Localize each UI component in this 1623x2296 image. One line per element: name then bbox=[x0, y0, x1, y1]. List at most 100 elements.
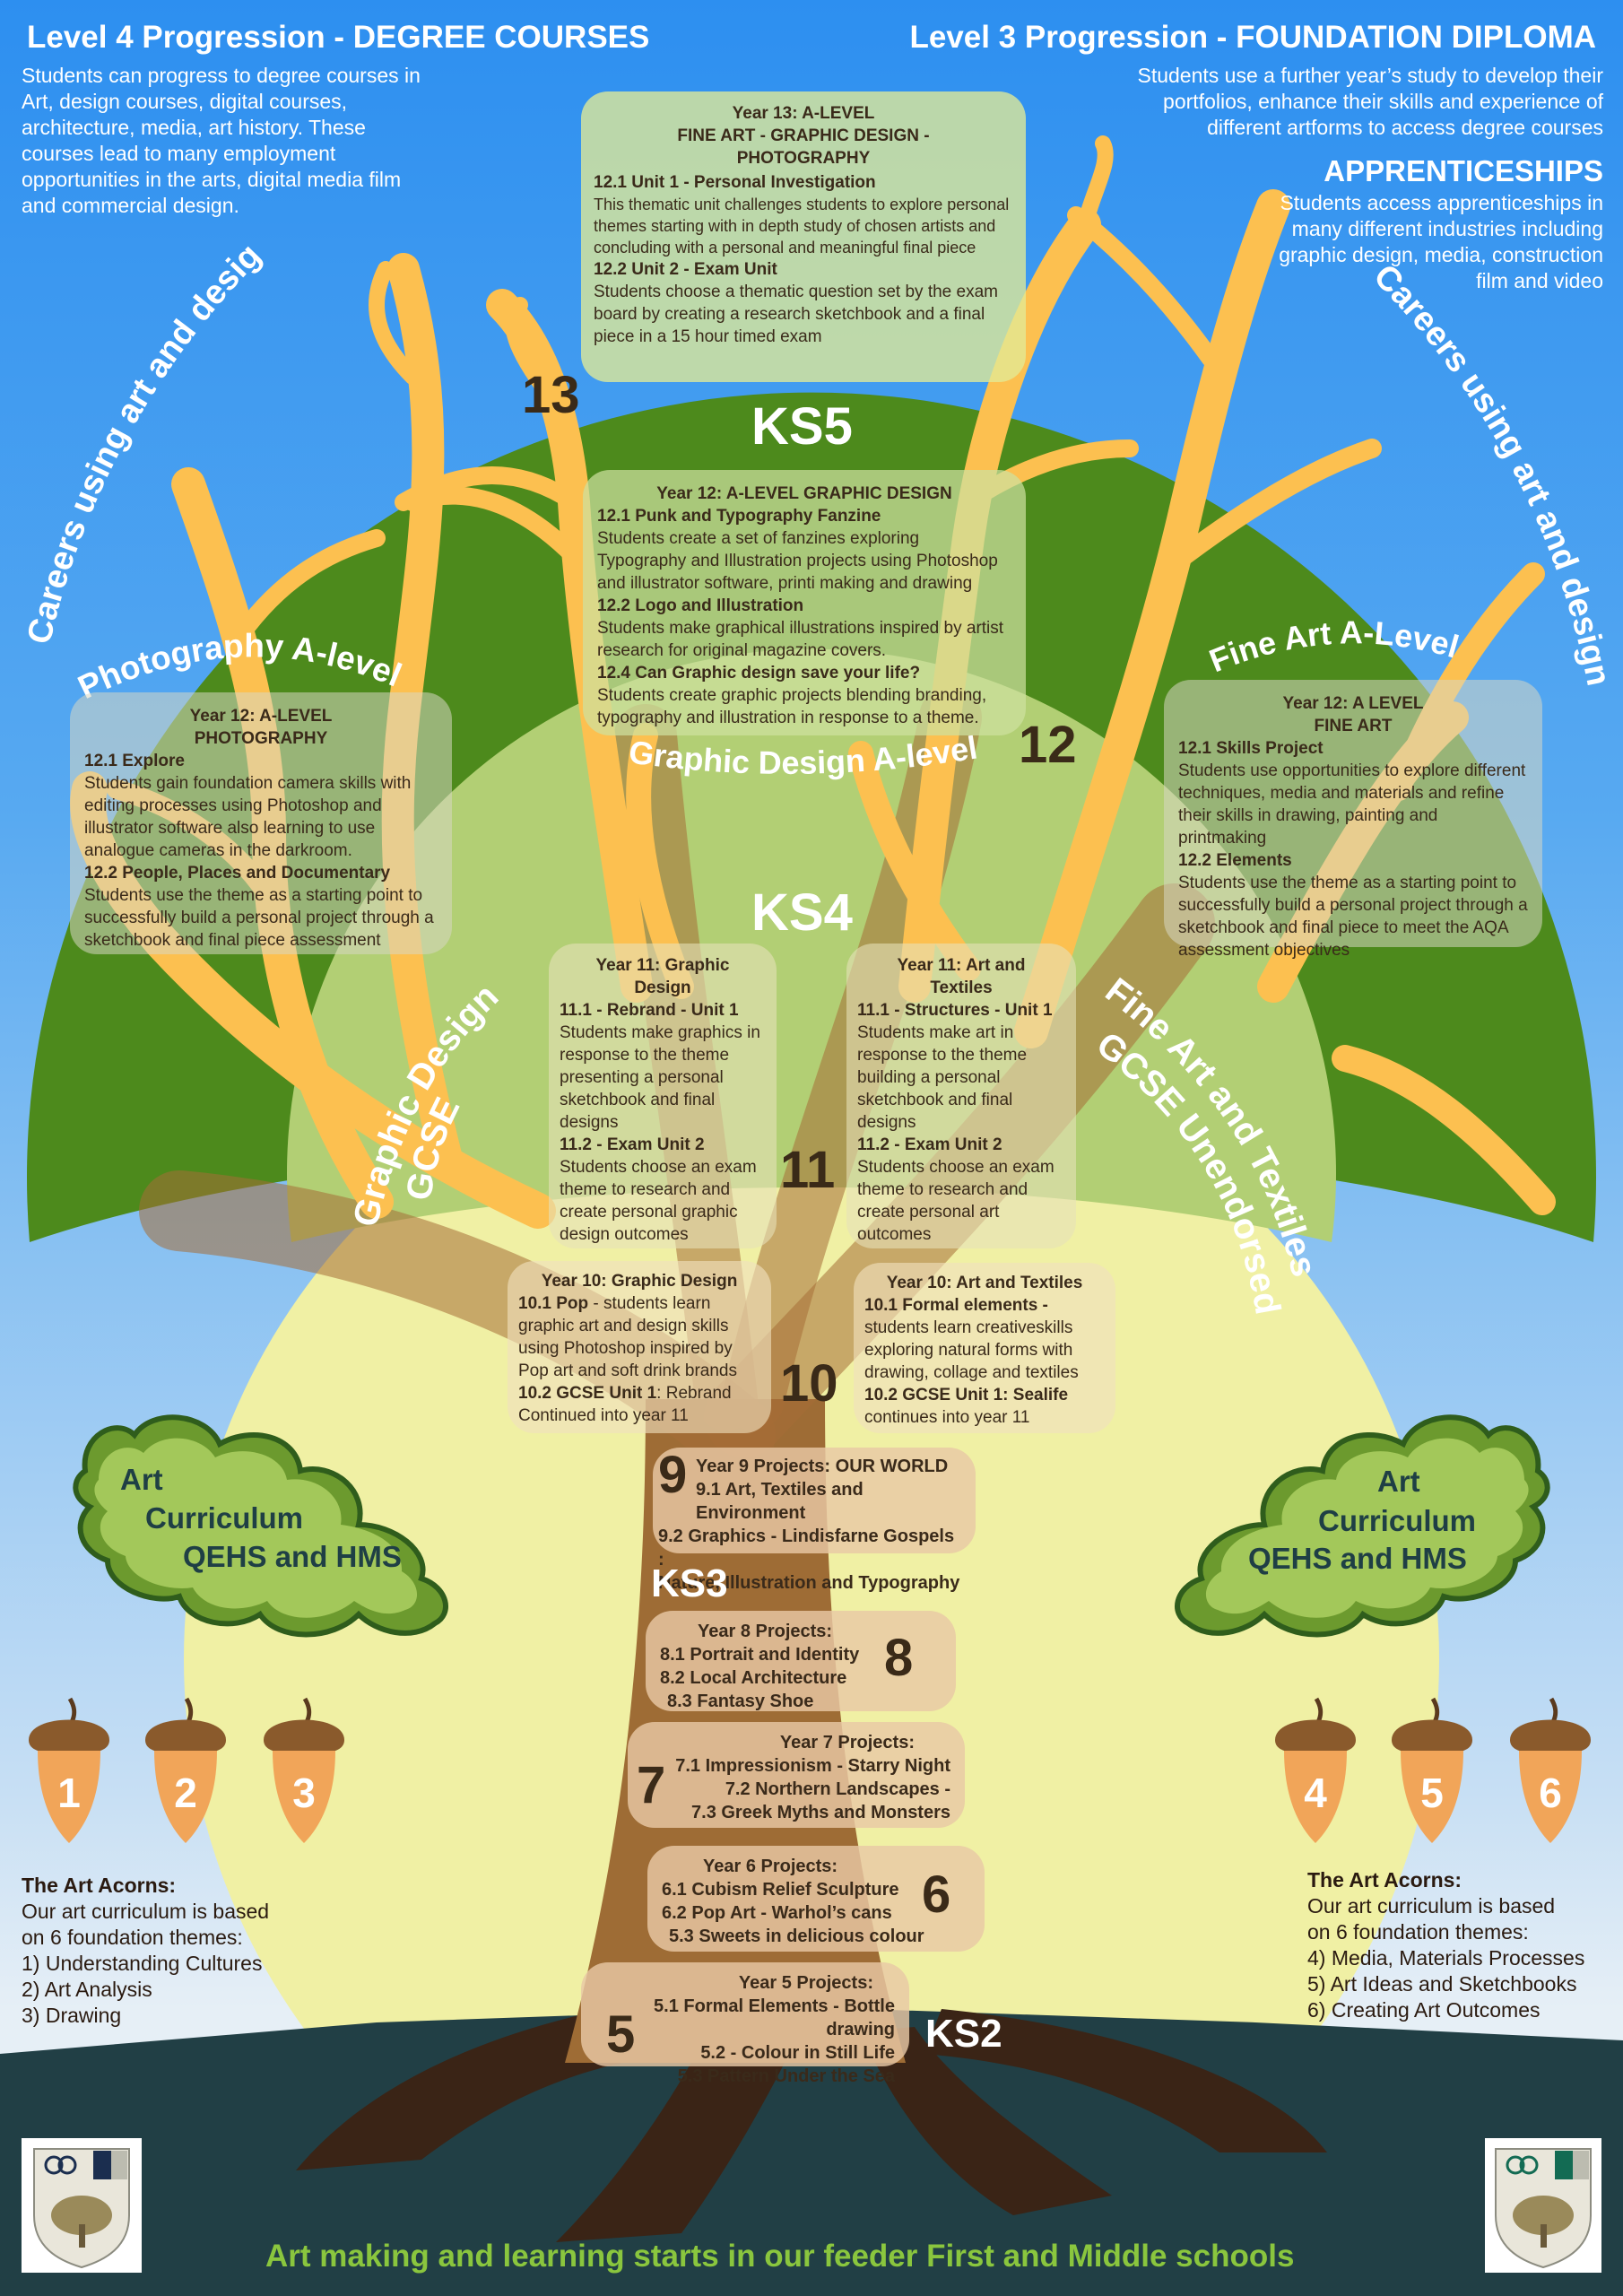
number-13: 13 bbox=[522, 366, 580, 424]
year12-graphic-s1: 12.1 Punk and Typography Fanzine bbox=[597, 507, 881, 526]
crest-left bbox=[22, 2138, 142, 2273]
year12-fineart-s1: 12.1 Skills Project bbox=[1178, 739, 1324, 758]
acorn-6-icon: 6 bbox=[1510, 1697, 1591, 1843]
acorn-left-l2: on 6 foundation themes: bbox=[22, 1926, 243, 1949]
year11-art-p1: Students make art in response to the the… bbox=[857, 1023, 1028, 1132]
year10-graphic-s1: 10.1 Pop bbox=[518, 1294, 589, 1313]
ks4-label: KS4 bbox=[751, 883, 853, 942]
acorn-left-l5: 3) Drawing bbox=[22, 2004, 122, 2027]
acorn-right-title: The Art Acorns: bbox=[1307, 1868, 1462, 1892]
acorn-left-title: The Art Acorns: bbox=[22, 1874, 177, 1897]
root-mid-left bbox=[556, 2031, 789, 2242]
year12-graphic-box: Year 12: A-LEVEL GRAPHIC DESIGN 12.1 Pun… bbox=[583, 470, 1026, 735]
acorn-3-icon: 3 bbox=[264, 1697, 344, 1843]
acorn-2-icon: 2 bbox=[145, 1697, 226, 1843]
year10-art-s2: 10.2 GCSE Unit 1: Sealife bbox=[864, 1386, 1069, 1405]
footer-text: Art making and learning starts in our fe… bbox=[265, 2239, 1295, 2274]
year11-graphic-box: Year 11: Graphic Design 11.1 - Rebrand -… bbox=[549, 944, 777, 1248]
year12-graphic-p2: Students make graphical illustrations in… bbox=[597, 619, 1004, 660]
leaf-cluster-right bbox=[1175, 1414, 1550, 1638]
right-header-title: Level 3 Progression - FOUNDATION DIPLOMA bbox=[909, 20, 1596, 55]
left-header-title: Level 4 Progression - DEGREE COURSES bbox=[27, 20, 650, 55]
year9-line4: Nature, Illustration and Typography bbox=[658, 1573, 960, 1593]
year12-graphic-title: Year 12: A-LEVEL GRAPHIC DESIGN bbox=[656, 484, 952, 503]
year6-line4: 5.3 Sweets in delicious colour bbox=[669, 1926, 924, 1946]
acorn-left-l3: 1) Understanding Cultures bbox=[22, 1952, 263, 1975]
year12-photo-title: Year 12: A-LEVEL PHOTOGRAPHY bbox=[189, 707, 333, 748]
year12-photo-p1: Students gain foundation camera skills w… bbox=[84, 774, 412, 860]
year12-photo-s2: 12.2 People, Places and Documentary bbox=[84, 864, 391, 883]
year11-art-s1: 11.1 - Structures - Unit 1 bbox=[857, 1001, 1053, 1020]
acorns-right: 4 5 6 bbox=[1266, 1695, 1607, 1848]
year6-line3: 6.2 Pop Art - Warhol’s cans bbox=[662, 1903, 892, 1923]
year12-photography-box: Year 12: A-LEVEL PHOTOGRAPHY 12.1 Explor… bbox=[70, 692, 452, 954]
year11-graphic-p2: Students choose an exam theme to researc… bbox=[560, 1158, 757, 1244]
ks5-label: KS5 bbox=[751, 397, 853, 456]
branch-right-tall bbox=[1014, 189, 1290, 1048]
year10-graphic-s2b: : Rebrand bbox=[656, 1384, 732, 1403]
year13-unit2-text: Students choose a thematic question set … bbox=[594, 283, 998, 346]
year12-photo-s1: 12.1 Explore bbox=[84, 752, 185, 770]
year9-line3: 9.2 Graphics - Lindisfarne Gospels : bbox=[658, 1526, 955, 1570]
svg-text:1: 1 bbox=[57, 1770, 81, 1816]
year7-box: Year 7 Projects: 7.1 Impressionism - Sta… bbox=[628, 1722, 965, 1828]
svg-text:3: 3 bbox=[292, 1770, 316, 1816]
twig-right-3 bbox=[1332, 1045, 1556, 1215]
ks3-label: KS3 bbox=[651, 1561, 728, 1605]
year12-fineart-box: Year 12: A LEVEL FINE ART 12.1 Skills Pr… bbox=[1164, 680, 1542, 960]
twig-right-2 bbox=[1067, 206, 1219, 368]
year7-line1: Year 7 Projects: bbox=[779, 1733, 915, 1752]
year9-line1: Year 9 Projects: OUR WORLD bbox=[696, 1457, 949, 1476]
year8-line3: 8.2 Local Architecture bbox=[660, 1668, 847, 1688]
number-9: 9 bbox=[658, 1446, 688, 1504]
twig-left-2 bbox=[224, 529, 386, 655]
year6-line2: 6.1 Cubism Relief Sculpture bbox=[662, 1880, 899, 1900]
number-11: 11 bbox=[780, 1141, 836, 1199]
acorn-right-l4: 5) Art Ideas and Sketchbooks bbox=[1307, 1972, 1577, 1996]
acorn-text-right: The Art Acorns: Our art curriculum is ba… bbox=[1307, 1867, 1584, 2023]
root-right bbox=[924, 2009, 1327, 2152]
acorn-left-l1: Our art curriculum is based bbox=[22, 1900, 270, 1923]
leaf-left-line3: QEHS and HMS bbox=[183, 1540, 402, 1573]
year11-art-box: Year 11: Art and Textiles 11.1 - Structu… bbox=[846, 944, 1076, 1248]
acorn-right-l5: 6) Creating Art Outcomes bbox=[1307, 1998, 1541, 2022]
svg-text:2: 2 bbox=[174, 1770, 197, 1816]
year8-line4: 8.3 Fantasy Shoe bbox=[667, 1692, 814, 1711]
acorn-right-l1: Our art curriculum is based bbox=[1307, 1894, 1556, 1918]
branches bbox=[70, 135, 1556, 1229]
year10-graphic-p1: - students learn graphic art and design … bbox=[518, 1294, 737, 1380]
apprenticeships-title: APPRENTICESHIPS bbox=[1324, 154, 1603, 187]
year10-graphic-title: Year 10: Graphic Design bbox=[541, 1272, 738, 1291]
year5-line3: 5.2 - Colour in Still Life bbox=[700, 2043, 895, 2063]
year13-unit1-text: This thematic unit challenges students t… bbox=[594, 196, 1010, 257]
acorn-right-l2: on 6 foundation themes: bbox=[1307, 1920, 1529, 1944]
year10-art-p1: students learn creativeskills exploring … bbox=[864, 1318, 1079, 1382]
number-6: 6 bbox=[922, 1866, 951, 1924]
year7-line2: 7.1 Impressionism - Starry Night bbox=[675, 1756, 950, 1776]
year12-graphic-p3: Students create graphic projects blendin… bbox=[597, 686, 987, 727]
leaf-right-line3: QEHS and HMS bbox=[1248, 1542, 1467, 1575]
twig-center-5 bbox=[848, 741, 981, 981]
year10-graphic-box: Year 10: Graphic Design 10.1 Pop - stude… bbox=[508, 1261, 771, 1433]
twig-center-2 bbox=[505, 297, 564, 412]
year8-box: Year 8 Projects: 8.1 Portrait and Identi… bbox=[646, 1611, 956, 1711]
leaf-left-line2: Curriculum bbox=[145, 1501, 304, 1535]
root-mid-right bbox=[861, 2027, 1112, 2215]
acorns-left: 1 2 3 bbox=[20, 1695, 360, 1848]
year12-photo-p2: Students use the theme as a starting poi… bbox=[84, 886, 434, 950]
year10-art-s1: 10.1 Formal elements - bbox=[864, 1296, 1048, 1315]
year5-line1: Year 5 Projects: bbox=[738, 1973, 873, 1993]
leaf-right-line1: Art bbox=[1377, 1465, 1420, 1498]
year7-line4: 7.3 Greek Myths and Monsters bbox=[691, 1803, 950, 1822]
year11-art-s2: 11.2 - Exam Unit 2 bbox=[857, 1135, 1002, 1154]
year11-art-title: Year 11: Art and Textiles bbox=[897, 956, 1026, 997]
year12-graphic-s3: 12.4 Can Graphic design save your life? bbox=[597, 664, 921, 683]
acorn-left-l4: 2) Art Analysis bbox=[22, 1978, 152, 2001]
twig-right-1 bbox=[1174, 439, 1382, 566]
year13-unit2: 12.2 Unit 2 - Exam Unit bbox=[594, 260, 777, 279]
year6-line1: Year 6 Projects: bbox=[703, 1857, 838, 1876]
year12-graphic-p1: Students create a set of fanzines explor… bbox=[597, 529, 998, 593]
